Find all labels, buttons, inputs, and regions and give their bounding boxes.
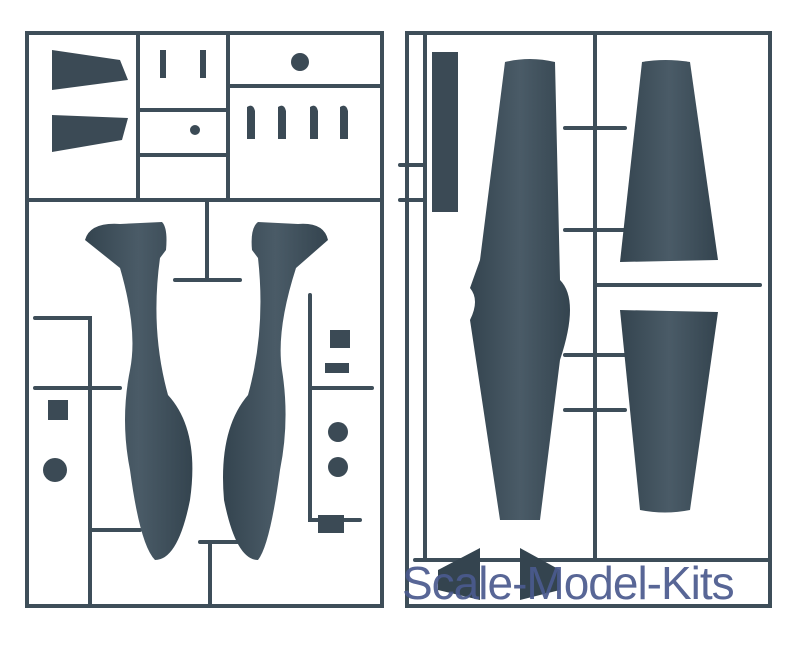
left-sprue-frame bbox=[25, 31, 384, 608]
fuselage-halves bbox=[85, 222, 328, 560]
tail-planes bbox=[438, 548, 560, 600]
right-sprue-frame bbox=[398, 31, 772, 608]
watermark-text: Scale-Model-Kits bbox=[402, 557, 735, 609]
small-parts bbox=[43, 50, 458, 533]
horizontal-stabilizers bbox=[52, 50, 128, 152]
wing-parts bbox=[470, 59, 718, 520]
